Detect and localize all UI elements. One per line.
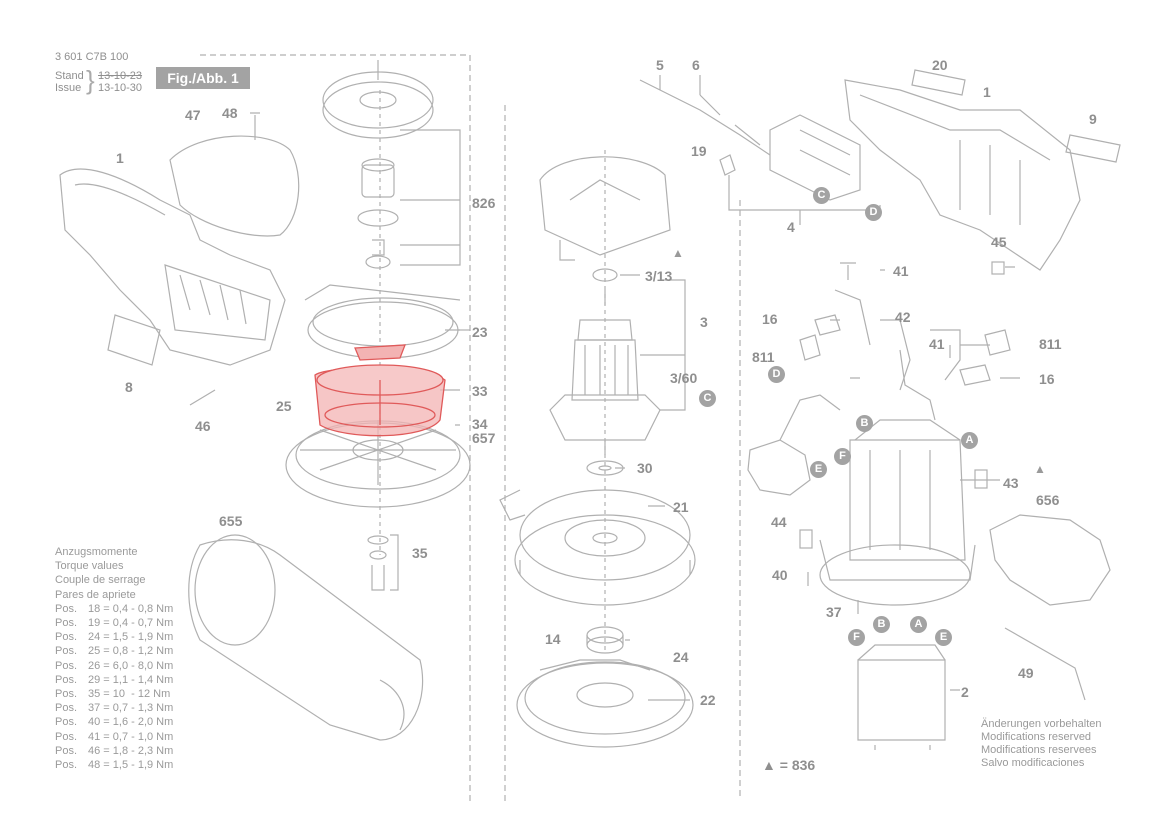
label-part-8: 8	[125, 379, 133, 395]
label-part-6: 6	[692, 57, 700, 73]
figure-label: Fig./Abb. 1	[156, 67, 250, 89]
label-part-5: 5	[656, 57, 664, 73]
label-part-14: 14	[545, 631, 561, 647]
connector-badge-e-mid: E	[810, 461, 827, 478]
torque-row: Pos.29 = 1,1 - 1,4 Nm	[55, 673, 174, 686]
torque-title-fr: Couple de serrage	[55, 574, 146, 587]
torque-row: Pos.24 = 1,5 - 1,9 Nm	[55, 631, 174, 644]
label-part-811-right: 811	[1039, 336, 1062, 352]
dust-cover-shape	[169, 135, 300, 237]
stand-label: Stand	[55, 70, 84, 82]
triangle-marker-top: ▲	[672, 246, 684, 260]
label-part-47: 47	[185, 107, 201, 123]
connector-badge-a-bottom: A	[910, 616, 927, 633]
torque-row: Pos.46 = 1,8 - 2,3 Nm	[55, 744, 174, 757]
label-part-23: 23	[472, 324, 488, 340]
connector-badge-f-mid: F	[834, 448, 851, 465]
label-part-811-left: 811	[752, 349, 775, 365]
label-part-48: 48	[222, 105, 238, 121]
label-part-46: 46	[195, 418, 211, 434]
label-part-4: 4	[787, 219, 795, 235]
torque-row: Pos.18 = 0,4 - 0,8 Nm	[55, 602, 174, 615]
label-part-22: 22	[700, 692, 716, 708]
label-part-826: 826	[472, 195, 496, 211]
torque-row: Pos.35 = 10 - 12 Nm	[55, 688, 171, 701]
label-part-657: 657	[472, 430, 496, 446]
torque-row: Pos.25 = 0,8 - 1,2 Nm	[55, 645, 174, 658]
label-part-3: 3	[700, 314, 708, 330]
label-part-1-housing: 1	[983, 84, 991, 100]
label-part-16-left: 16	[762, 311, 778, 327]
assembly-axis-left	[200, 54, 471, 805]
label-part-34: 34	[472, 416, 488, 432]
issue-label: Issue	[55, 82, 82, 94]
connector-badge-b-mid: B	[856, 415, 873, 432]
torque-row: Pos.41 = 0,7 - 1,0 Nm	[55, 730, 174, 743]
torque-row: Pos.37 = 0,7 - 1,3 Nm	[55, 702, 174, 715]
torque-title-en: Torque values	[55, 560, 124, 573]
label-part-19: 19	[691, 143, 707, 159]
date-new: 13-10-30	[98, 82, 143, 94]
label-part-16-right: 16	[1039, 371, 1055, 387]
label-part-24: 24	[673, 649, 689, 665]
label-part-45: 45	[991, 234, 1007, 250]
label-part-25: 25	[276, 398, 292, 414]
torque-row: Pos.40 = 1,6 - 2,0 Nm	[55, 716, 174, 729]
label-part-21: 21	[673, 499, 689, 515]
modifications-es: Salvo modificaciones	[981, 757, 1085, 769]
connector-badge-e-bottom: E	[935, 629, 952, 646]
label-part-41-top: 41	[893, 263, 909, 279]
label-part-42: 42	[895, 309, 911, 325]
modifications-notice: Änderungen vorbehalten Modifications res…	[981, 718, 1101, 770]
torque-row: Pos.26 = 6,0 - 8,0 Nm	[55, 659, 174, 672]
label-part-41-mid: 41	[929, 336, 945, 352]
torque-row: Pos.19 = 0,4 - 0,7 Nm	[55, 617, 174, 630]
label-part-35: 35	[412, 545, 428, 561]
label-part-37: 37	[826, 604, 842, 620]
dust-bag-shape	[188, 539, 424, 741]
label-part-33: 33	[472, 383, 488, 399]
modifications-fr: Modifications reservees	[981, 744, 1097, 756]
modifications-en: Modifications reserved	[981, 731, 1092, 743]
connector-badge-d-top: D	[865, 204, 882, 221]
label-part-2: 2	[961, 684, 969, 700]
date-old: 13-10-23	[98, 70, 143, 82]
connector-badge-c-top: C	[813, 187, 830, 204]
label-part-40: 40	[772, 567, 788, 583]
connector-badge-f-bottom: F	[848, 629, 865, 646]
label-part-1-handle: 1	[116, 150, 124, 166]
label-part-49: 49	[1018, 665, 1034, 681]
motor-housing-shell-shape	[844, 79, 1081, 271]
bracket-symbol: }	[86, 65, 95, 95]
triangle-marker-43: ▲	[1034, 462, 1046, 476]
legend-836: ▲ = 836	[762, 757, 815, 773]
connector-badge-b-bottom: B	[873, 616, 890, 633]
connector-badge-a-mid: A	[961, 432, 978, 449]
label-part-656: 656	[1036, 492, 1060, 508]
connector-badge-c-mid: C	[699, 390, 716, 407]
modifications-de: Änderungen vorbehalten	[981, 718, 1102, 730]
torque-title-de: Anzugsmomente	[55, 546, 138, 558]
part-number: 3 601 C7B 100	[55, 51, 129, 63]
label-part-9: 9	[1089, 111, 1097, 127]
label-part-43: 43	[1003, 475, 1019, 491]
highlighted-part-33	[314, 344, 446, 437]
legend-text: = 836	[779, 757, 816, 773]
label-part-20: 20	[932, 57, 948, 73]
legend-triangle-icon: ▲	[762, 757, 776, 773]
label-part-3-60: 3/60	[670, 370, 698, 386]
torque-title-es: Pares de apriete	[55, 588, 136, 601]
torque-values-table: Anzugsmomente Torque values Couple de se…	[55, 545, 173, 772]
torque-row: Pos.48 = 1,5 - 1,9 Nm	[55, 759, 174, 772]
label-part-655: 655	[219, 513, 243, 529]
connector-badge-d-mid: D	[768, 366, 785, 383]
label-part-30: 30	[637, 460, 653, 476]
label-part-44: 44	[771, 514, 787, 530]
label-part-3-13: 3/13	[645, 268, 673, 284]
handle-housing-shape	[59, 168, 286, 366]
